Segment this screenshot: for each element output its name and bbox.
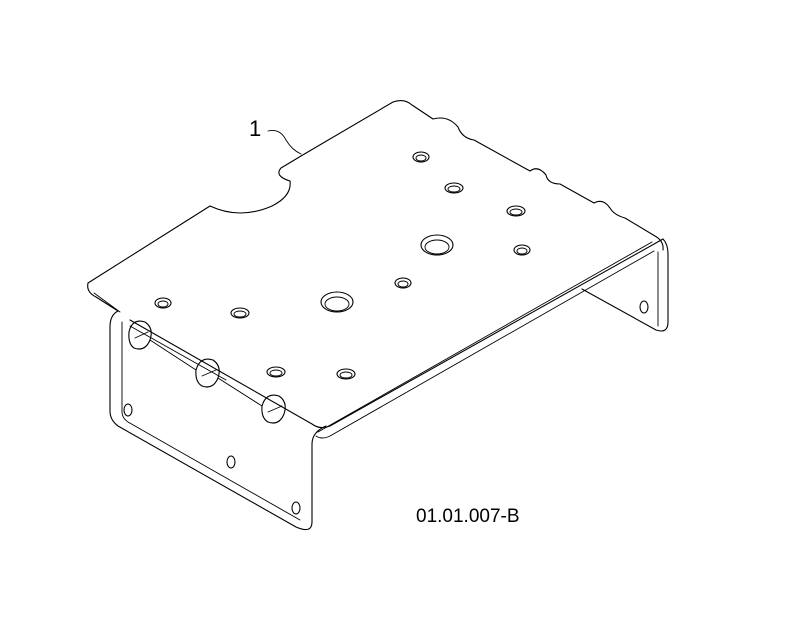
- hole-inner: [233, 310, 247, 318]
- hole: [412, 151, 430, 163]
- hole: [266, 366, 286, 378]
- plate-outline: [87, 99, 664, 284]
- left-flange-inner: [121, 321, 301, 521]
- hole-inner: [447, 185, 461, 193]
- hole-inner: [397, 280, 409, 288]
- hole: [154, 297, 172, 309]
- large-hole-inner: [424, 239, 450, 255]
- bend-notches: [128, 320, 286, 424]
- front-bend-line: [315, 250, 655, 439]
- flange-hole: [226, 455, 236, 469]
- hole-inner: [516, 247, 528, 255]
- right-flange: [581, 238, 669, 332]
- flange-hole: [639, 300, 649, 314]
- hole: [336, 368, 356, 380]
- hole: [506, 205, 526, 217]
- hole-inner: [415, 154, 427, 162]
- large-hole: [420, 234, 454, 256]
- hole: [394, 277, 412, 289]
- hole-inner: [269, 369, 283, 377]
- hole-inner: [509, 208, 523, 216]
- drawing-code: 01.01.007-B: [416, 506, 520, 527]
- front-long-edge: [129, 238, 664, 429]
- plate-inner-edge: [93, 241, 653, 433]
- plate-holes: [154, 151, 531, 380]
- flange-hole: [291, 501, 301, 515]
- callout-number: 1: [249, 116, 262, 141]
- flange-hole: [123, 403, 133, 417]
- hole-inner: [157, 300, 169, 308]
- hole: [444, 182, 464, 194]
- hole: [513, 244, 531, 256]
- callout-leader: [267, 129, 302, 155]
- hole: [230, 307, 250, 319]
- large-hole: [320, 291, 354, 313]
- left-flange: [109, 310, 327, 531]
- hole-inner: [339, 371, 353, 379]
- large-hole-inner: [324, 296, 350, 312]
- flange-holes: [123, 300, 649, 515]
- plate-front-edge: [87, 282, 119, 312]
